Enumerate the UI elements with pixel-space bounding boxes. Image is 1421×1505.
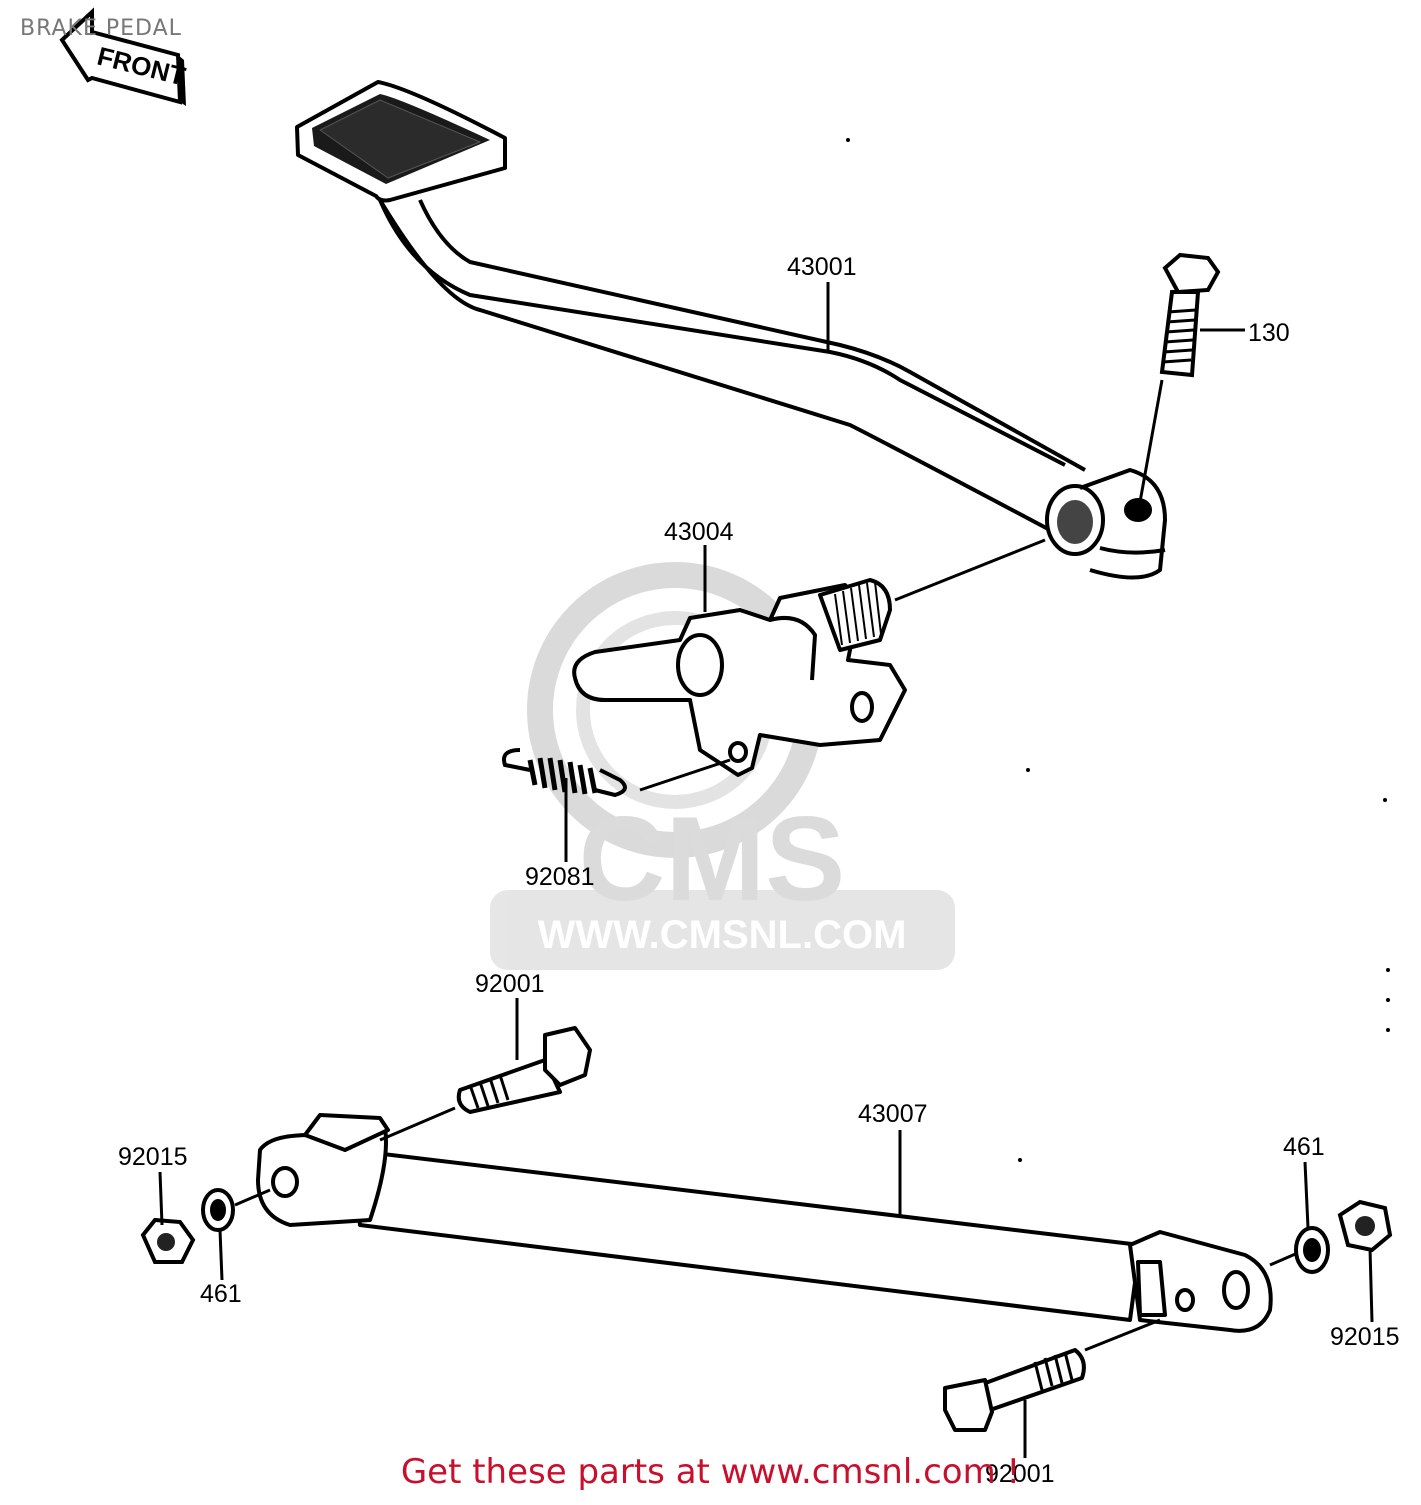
label-bolt-upper: 92001	[475, 970, 545, 998]
watermark-url-plate	[490, 890, 955, 970]
nut-right-part	[1337, 1199, 1393, 1253]
label-nut-left: 92015	[118, 1143, 188, 1171]
bolt-130-part	[1138, 252, 1221, 503]
shaft-arm-part	[572, 538, 1046, 792]
label-bolt-pedal: 130	[1248, 319, 1290, 347]
label-washer-left: 461	[200, 1280, 242, 1308]
brake-pedal-part	[295, 80, 1167, 580]
footer-link[interactable]: Get these parts at www.cmsnl.com !	[400, 1452, 1021, 1492]
cms-watermark: CMS WWW.CMSNL.COM	[490, 562, 955, 970]
part-labels: 43001 130 43004 92081 92001 43007 92015 …	[118, 253, 1400, 1488]
label-brake-pedal: 43001	[787, 253, 857, 281]
rod-part	[256, 1113, 1301, 1333]
label-washer-right: 461	[1283, 1133, 1325, 1161]
label-bolt-lower: 92001	[985, 1460, 1055, 1488]
watermark-url: WWW.CMSNL.COM	[538, 913, 907, 957]
label-shaft-arm: 43004	[664, 518, 734, 546]
washer-right-part	[1294, 1226, 1330, 1274]
washer-left-part	[201, 1188, 271, 1232]
leader-lines	[158, 282, 1374, 1458]
nut-left-part	[140, 1217, 196, 1264]
bolt-lower-part	[943, 1318, 1161, 1432]
bolt-upper-part	[379, 1026, 592, 1142]
watermark-brand: CMS	[579, 792, 846, 926]
page-title: BRAKE PEDAL	[20, 16, 182, 41]
spring-part	[502, 748, 627, 798]
label-spring: 92081	[525, 863, 595, 891]
label-nut-right: 92015	[1330, 1323, 1400, 1351]
label-rod: 43007	[858, 1100, 928, 1128]
scan-specks	[846, 138, 1390, 1162]
